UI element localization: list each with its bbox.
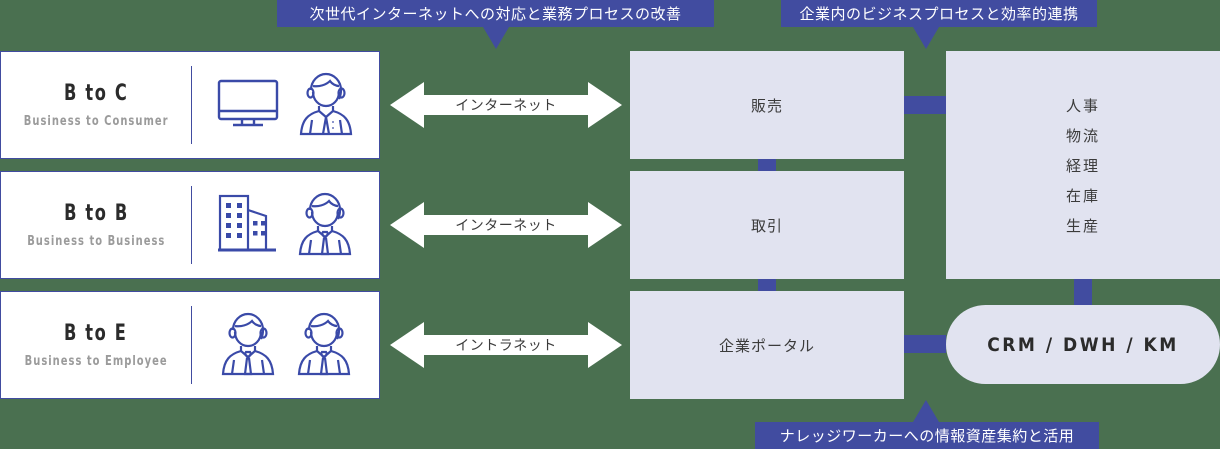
connector-portal-crm	[904, 335, 946, 353]
employee-person-icon	[217, 308, 279, 383]
process-box-sales: 販売	[630, 51, 904, 159]
connector-transaction-portal	[758, 279, 776, 291]
link-arrow-label: イントラネット	[455, 337, 557, 353]
connector-backoffice-crm	[1074, 279, 1092, 305]
channel-title: B to E	[64, 321, 128, 346]
banner-next-gen-internet: 次世代インターネットへの対応と業務プロセスの改善	[277, 0, 714, 27]
channel-card-label: B to E Business to Employee	[1, 321, 191, 369]
link-arrow-internet-btob: インターネット	[390, 198, 622, 252]
channel-icon-group	[192, 68, 379, 143]
channel-card-label: B to C Business to Consumer	[1, 81, 191, 129]
channel-card-label: B to B Business to Business	[1, 201, 191, 249]
channel-subtitle: Business to Business	[26, 234, 166, 249]
channel-card-btoc: B to C Business to Consumer	[0, 51, 380, 159]
connector-sales-transaction	[758, 159, 776, 171]
channel-subtitle: Business to Employee	[24, 354, 168, 369]
link-arrow-label: インターネット	[455, 217, 557, 233]
channel-title: B to B	[63, 201, 129, 226]
channel-icon-group	[192, 308, 379, 383]
card-divider	[191, 306, 192, 384]
channel-card-btoe: B to E Business to Employee	[0, 291, 380, 399]
banner-knowledge-worker: ナレッジワーカーへの情報資産集約と活用	[755, 422, 1099, 449]
banner-arrow-up-icon	[913, 400, 939, 422]
banner-internal-business-process: 企業内のビジネスプロセスと効率的連携	[781, 0, 1097, 27]
back-office-box: 人事 物流 経理 在庫 生産	[946, 51, 1220, 279]
card-divider	[191, 66, 192, 144]
employee-person-icon	[293, 308, 355, 383]
channel-card-btob: B to B Business to Business	[0, 171, 380, 279]
businessman-icon	[294, 188, 356, 263]
back-office-item: 在庫	[1065, 187, 1100, 205]
process-box-enterprise-portal: 企業ポータル	[630, 291, 904, 399]
process-box-transaction: 取引	[630, 171, 904, 279]
office-building-icon	[216, 190, 280, 261]
back-office-item: 経理	[1065, 157, 1100, 175]
banner-arrow-down-icon	[483, 27, 509, 49]
monitor-icon	[215, 73, 281, 138]
connector-sales-backoffice	[904, 96, 946, 114]
channel-icon-group	[192, 188, 379, 263]
back-office-item: 人事	[1065, 97, 1100, 115]
link-arrow-internet-btoc: インターネット	[390, 78, 622, 132]
card-divider	[191, 186, 192, 264]
back-office-item: 物流	[1065, 127, 1100, 145]
banner-arrow-down-icon	[913, 27, 939, 49]
channel-subtitle: Business to Consumer	[23, 114, 169, 129]
consumer-person-icon	[295, 68, 357, 143]
back-office-item: 生産	[1065, 217, 1100, 235]
link-arrow-label: インターネット	[455, 97, 557, 113]
platform-pill-crm-dwh-km: CRM / DWH / KM	[946, 305, 1220, 384]
link-arrow-intranet-btoe: イントラネット	[390, 318, 622, 372]
channel-title: B to C	[63, 81, 129, 106]
